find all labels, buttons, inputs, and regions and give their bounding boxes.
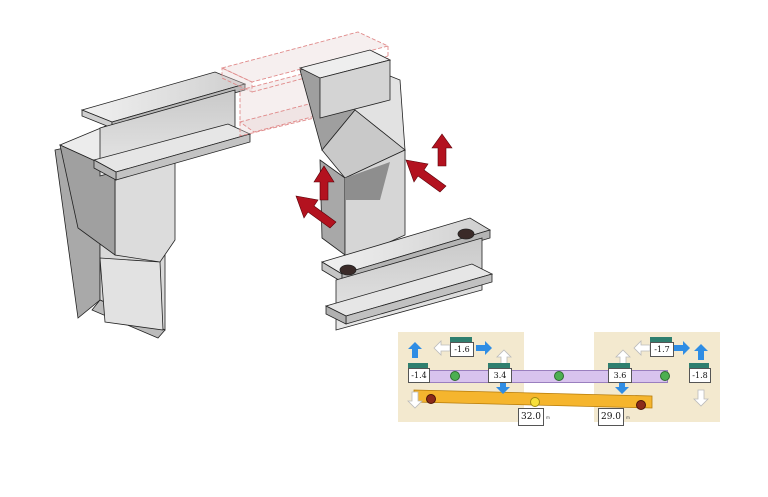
measurement-unit: m [546,415,550,420]
arrow-left-icon [405,159,447,193]
measurement-value[interactable]: 32.0 [518,408,544,426]
arrow-left-icon[interactable] [433,340,451,356]
marker-green [554,371,564,381]
marker-green [660,371,670,381]
right-side-label [689,363,709,368]
arrow-right-icon[interactable] [674,341,690,355]
arrow-left-icon[interactable] [633,340,651,356]
arrow-up-icon[interactable] [694,344,708,360]
right-top-value[interactable]: -1.7 [650,342,674,357]
marker-green [450,371,460,381]
left-side-value[interactable]: -1.4 [408,368,430,383]
arrow-down-icon[interactable] [615,378,629,394]
adjustment-panel: -1.6 -1.4 3.4 -1.7 -1.8 3.6 32.0 m 29.0 … [398,332,720,426]
arrow-up-icon[interactable] [408,342,422,358]
arrow-up-icon [313,165,335,201]
measurement-unit: m [626,415,630,420]
right-mid-value[interactable]: 3.6 [608,368,632,383]
left-top-value[interactable]: -1.6 [450,342,474,357]
left-mid-value[interactable]: 3.4 [488,368,512,383]
left-side-label [408,363,428,368]
arrow-right-icon[interactable] [476,341,492,355]
right-upper-girder [298,49,392,119]
arrow-left-icon [295,195,337,229]
right-top-label [650,337,672,342]
marker-yellow [530,397,540,407]
right-side-value[interactable]: -1.8 [689,368,711,383]
force-arrows [295,133,453,229]
upper-bar [428,370,668,383]
left-top-label [450,337,472,342]
marker-red [426,394,436,404]
bolt-icon [339,228,475,276]
left-girder [80,71,252,181]
arrow-down-icon[interactable] [496,378,510,394]
right-mid-label [608,363,630,368]
marker-red [636,400,646,410]
arrow-down-icon[interactable] [407,391,423,409]
arrow-up-icon [431,133,453,167]
left-mid-label [488,363,510,368]
measurement-value[interactable]: 29.0 [598,408,624,426]
arrow-down-icon[interactable] [693,389,709,407]
lower-girder [321,217,494,331]
